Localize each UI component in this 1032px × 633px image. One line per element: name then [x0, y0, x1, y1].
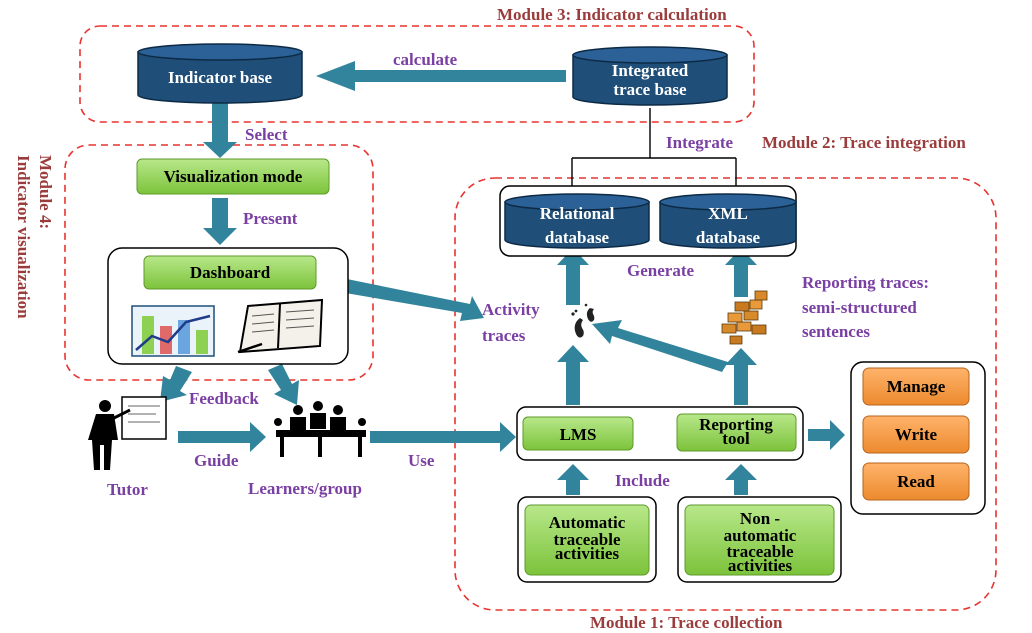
module-1-title: Module 1: Trace collection — [590, 613, 783, 632]
tutor-icon — [88, 396, 167, 470]
arrow-reporting-bricks — [725, 348, 757, 405]
auto-label-3: activities — [555, 544, 620, 563]
label-reporting-traces-2: semi-structured — [802, 298, 917, 317]
notebook-icon — [237, 298, 324, 354]
label-integrate: Integrate — [666, 133, 733, 152]
reporting-tool-label-1: Reporting — [699, 415, 773, 434]
arrow-lms-activity — [557, 345, 589, 405]
arrow-generate-relational — [557, 248, 589, 305]
xml-label-1: XML — [708, 204, 748, 223]
automatic-activities-box[interactable]: Automatic traceable activities — [524, 504, 650, 576]
read-box[interactable]: Read — [862, 462, 970, 501]
visualization-mode-label: Visualization mode — [164, 167, 303, 186]
integrated-label-2: trace base — [613, 80, 687, 99]
arrow-use — [370, 422, 516, 452]
xml-database-db[interactable]: XML database — [659, 193, 797, 249]
integrated-trace-base-db[interactable]: Integrated trace base — [572, 46, 728, 106]
arrow-include-auto — [557, 464, 589, 495]
arrows — [160, 61, 845, 495]
reporting-tool-label-2: tool — [722, 429, 750, 448]
integrated-label-1: Integrated — [612, 61, 689, 80]
relational-database-db[interactable]: Relational database — [504, 193, 650, 249]
write-label: Write — [895, 425, 938, 444]
relational-label-2: database — [545, 228, 610, 247]
arrow-present — [203, 198, 237, 245]
xml-label-2: database — [696, 228, 761, 247]
indicator-base-db[interactable]: Indicator base — [137, 43, 303, 104]
module-3-title: Module 3: Indicator calculation — [497, 5, 727, 24]
dashboard-box[interactable]: Dashboard — [143, 255, 317, 290]
manage-box[interactable]: Manage — [862, 367, 970, 406]
non-automatic-activities-box[interactable]: Non - automatic traceable activities — [684, 504, 835, 576]
arrow-generate-xml — [725, 248, 757, 297]
lms-box[interactable]: LMS — [522, 416, 634, 451]
arrow-calculate — [316, 61, 566, 91]
reporting-tool-box[interactable]: Reporting tool — [676, 413, 797, 452]
learners-group-icon — [274, 401, 366, 457]
manage-label: Manage — [887, 377, 946, 396]
module-1-region — [454, 177, 997, 611]
label-generate: Generate — [627, 261, 694, 280]
arrow-guide — [178, 422, 266, 452]
bricks-icon — [721, 290, 768, 345]
arrow-dashboard-activity — [328, 276, 484, 321]
label-reporting-traces-3: sentences — [802, 322, 870, 341]
integrate-bracket — [571, 108, 737, 187]
nonauto-label-2: automatic — [724, 526, 797, 545]
arrow-reporting-activity — [592, 320, 728, 372]
nonauto-label-1: Non - — [740, 509, 780, 528]
label-activity-1: Activity — [482, 300, 540, 319]
indicator-base-label: Indicator base — [168, 68, 273, 87]
arrow-feedback-right — [268, 364, 299, 405]
module-4-title-line1: Module 4: — [36, 155, 55, 229]
read-label: Read — [897, 472, 935, 491]
label-tutor: Tutor — [107, 480, 148, 499]
label-calculate: calculate — [393, 50, 458, 69]
label-learners: Learners/group — [248, 479, 362, 498]
bar-chart-icon — [131, 305, 215, 357]
auto-label-1: Automatic — [549, 513, 626, 532]
nonauto-label-4: activities — [728, 556, 793, 575]
label-feedback: Feedback — [189, 389, 259, 408]
lms-label: LMS — [560, 425, 597, 444]
arrow-include-nonauto — [725, 464, 757, 495]
write-box[interactable]: Write — [862, 415, 970, 454]
label-reporting-traces-1: Reporting traces: — [802, 273, 929, 292]
nonauto-label-3: traceable — [726, 542, 793, 561]
visualization-mode-box[interactable]: Visualization mode — [136, 158, 330, 195]
label-select: Select — [245, 125, 288, 144]
module-4-region — [64, 144, 374, 381]
module-4-title-line2: Indicator visualization — [14, 155, 33, 319]
label-present: Present — [243, 209, 298, 228]
label-guide: Guide — [194, 451, 239, 470]
module-3-region — [79, 25, 755, 123]
arrow-select — [203, 97, 237, 158]
footprints-icon — [571, 303, 595, 338]
dashboard-label: Dashboard — [190, 263, 271, 282]
label-use: Use — [408, 451, 435, 470]
arrow-tool-actions — [808, 420, 845, 450]
arrow-feedback-left — [160, 366, 192, 402]
auto-label-2: traceable — [553, 530, 620, 549]
relational-label-1: Relational — [540, 204, 615, 223]
label-activity-2: traces — [482, 326, 526, 345]
module-2-title: Module 2: Trace integration — [762, 133, 966, 152]
label-include: Include — [615, 471, 670, 490]
